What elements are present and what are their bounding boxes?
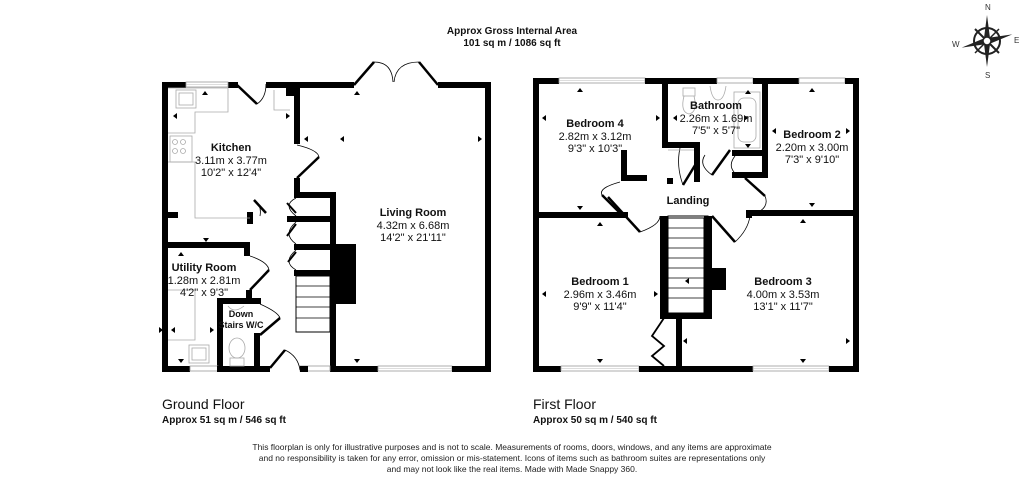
room-imperial: 7'3" x 9'10" (784, 154, 840, 167)
room-label-bathroom: Bathroom 2.26m x 1.69m 7'5" x 5'7" (680, 100, 753, 138)
room-name: Living Room (379, 207, 447, 219)
room-name: Kitchen (210, 142, 252, 154)
room-imperial: 14'2" x 21'11" (380, 232, 446, 245)
measurement-markers (159, 88, 850, 363)
room-imperial: 9'9" x 11'4" (573, 301, 627, 314)
room-label-bedroom-1: Bedroom 1 2.96m x 3.46m 9'9" x 11'4" (564, 276, 637, 314)
first-floor-title: First Floor (533, 396, 596, 412)
room-imperial: 13'1" x 11'7" (753, 301, 813, 314)
room-imperial: 10'2" x 12'4" (200, 167, 262, 180)
room-metric: 2.26m x 1.69m (679, 112, 753, 125)
room-name: Bedroom 1 (571, 276, 629, 288)
compass-west-label: W (952, 40, 960, 49)
ground-floor-plan (162, 61, 491, 372)
room-label-kitchen: Kitchen 3.11m x 3.77m 10'2" x 12'4" (195, 142, 267, 180)
room-label-bedroom-4: Bedroom 4 2.82m x 3.12m 9'3" x 10'3" (559, 118, 632, 156)
room-label-bedroom-2: Bedroom 2 2.20m x 3.00m 7'3" x 9'10" (776, 129, 849, 167)
room-name: Landing (666, 195, 710, 207)
first-floor-area: Approx 50 sq m / 540 sq ft (533, 415, 657, 426)
room-label-utility-room: Utility Room 1.28m x 2.81m 4'2" x 9'3" (168, 262, 241, 300)
room-metric: 2.96m x 3.46m (563, 288, 637, 301)
room-imperial: 4'2" x 9'3" (179, 287, 229, 300)
room-imperial: 9'3" x 10'3" (567, 143, 623, 156)
gross-area-heading: Approx Gross Internal Area (446, 26, 578, 37)
room-imperial: 7'5" x 5'7" (691, 125, 741, 138)
room-label-bedroom-3: Bedroom 3 4.00m x 3.53m 13'1" x 11'7" (747, 276, 820, 314)
compass-east-label: E (1014, 36, 1019, 45)
room-name: Bedroom 2 (783, 129, 841, 141)
room-name: Bedroom 3 (754, 276, 812, 288)
compass-rose-icon: N E S W (952, 3, 1019, 80)
disclaimer-text: This floorplan is only for illustrative … (252, 442, 772, 475)
room-metric: 1.28m x 2.81m (167, 274, 241, 287)
compass-north-label: N (985, 3, 991, 12)
room-name-line1: Down (228, 309, 254, 319)
room-label-downstairs-wc: Down Stairs W/C (218, 309, 263, 331)
ground-floor-title: Ground Floor (162, 396, 245, 412)
room-metric: 2.82m x 3.12m (558, 130, 632, 143)
room-metric: 2.20m x 3.00m (775, 141, 849, 154)
room-name: Bathroom (690, 100, 742, 112)
room-metric: 4.32m x 6.68m (376, 219, 450, 232)
room-metric: 3.11m x 3.77m (195, 154, 267, 167)
room-label-landing: Landing (667, 195, 710, 208)
room-name: Bedroom 4 (566, 118, 624, 130)
ground-floor-area: Approx 51 sq m / 546 sq ft (162, 415, 286, 426)
gross-area-value: 101 sq m / 1086 sq ft (463, 38, 561, 49)
room-name: Utility Room (171, 262, 237, 274)
room-name-line2: Stairs W/C (218, 319, 264, 330)
room-metric: 4.00m x 3.53m (746, 288, 820, 301)
room-label-living-room: Living Room 4.32m x 6.68m 14'2" x 21'11" (377, 207, 450, 245)
gross-internal-area-title: Approx Gross Internal Area 101 sq m / 10… (447, 26, 577, 50)
compass-south-label: S (985, 71, 990, 80)
